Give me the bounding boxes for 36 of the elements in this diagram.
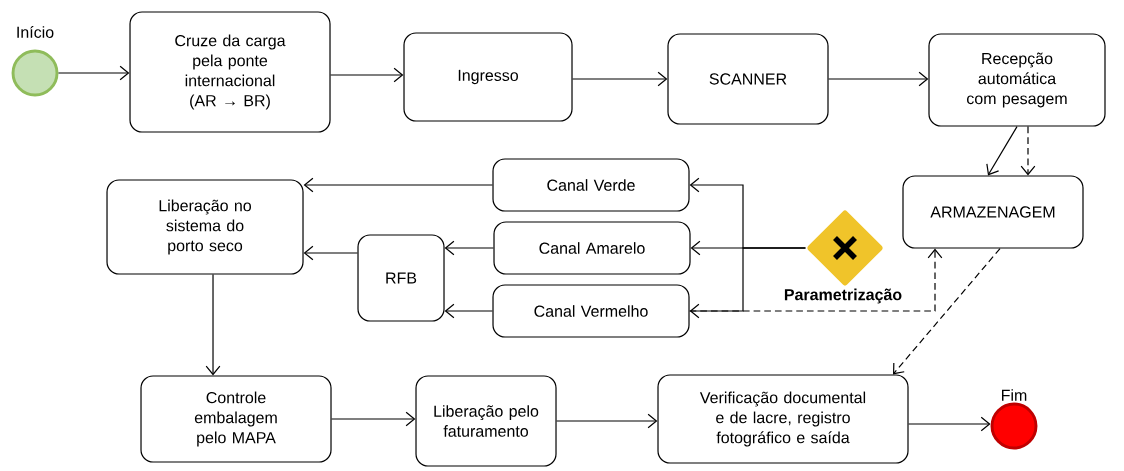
start-circle xyxy=(11,49,59,97)
arrow xyxy=(1020,126,1036,176)
arrow xyxy=(572,71,668,87)
process-box: SCANNER xyxy=(667,33,829,125)
arrow xyxy=(893,248,1001,375)
arrow xyxy=(689,247,806,319)
arrow xyxy=(303,245,358,261)
process-box: Liberação no sistema do porto seco xyxy=(106,179,304,275)
arrow xyxy=(444,303,493,319)
arrow xyxy=(828,71,929,87)
process-box: Verificação documental e de lacre, registro fotográfico e saída xyxy=(657,374,909,464)
node-caption: Início xyxy=(17,26,54,38)
arrow xyxy=(303,177,493,193)
arrow xyxy=(444,240,494,256)
arrow xyxy=(908,416,991,432)
node-caption: Parametrização xyxy=(784,288,902,304)
gateway-diamond xyxy=(807,210,883,286)
arrow xyxy=(205,274,221,376)
node-caption: Fim xyxy=(1002,389,1027,401)
arrow xyxy=(330,67,404,83)
arrow xyxy=(689,248,943,312)
channel-box: Canal Verde xyxy=(492,158,690,212)
arrow xyxy=(331,411,416,427)
process-box: Liberação pelo faturamento xyxy=(415,375,557,467)
process-box: Ingresso xyxy=(403,32,573,122)
arrow xyxy=(556,413,658,429)
arrow xyxy=(57,65,130,81)
end-circle xyxy=(990,402,1038,450)
process-box: Cruze da carga pela ponte internacional (AR → BR) xyxy=(129,11,331,133)
process-box: RFB xyxy=(357,234,445,322)
arrow xyxy=(986,126,1018,176)
process-box: ARMAZENAGEM xyxy=(902,175,1084,249)
process-box: Controle embalagem pelo MAPA xyxy=(140,375,332,463)
process-box: Recepção automática com pesagem xyxy=(928,33,1106,127)
channel-box: Canal Amarelo xyxy=(493,221,691,275)
channel-box: Canal Vermelho xyxy=(492,284,690,338)
